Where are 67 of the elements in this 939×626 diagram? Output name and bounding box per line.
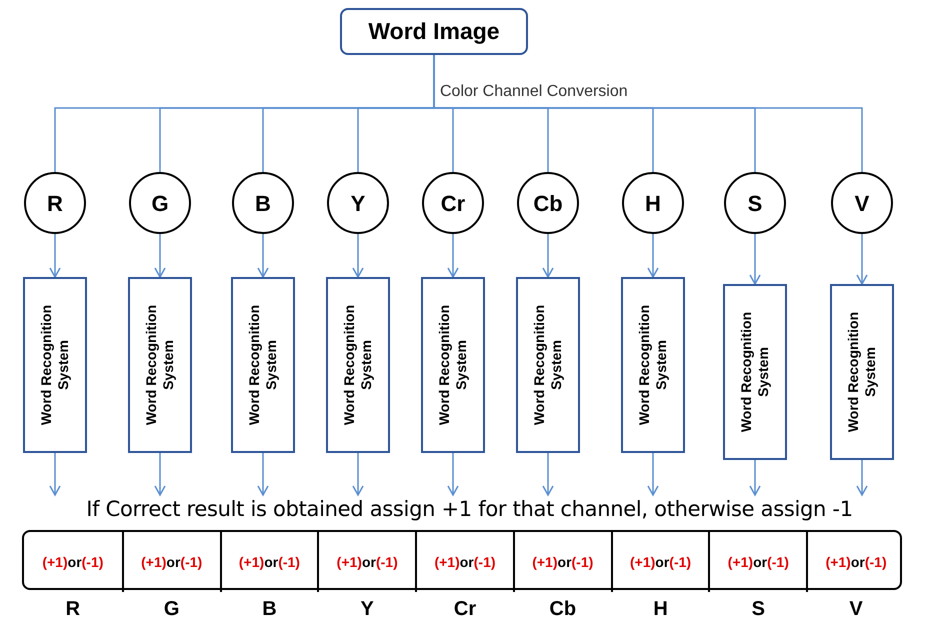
annotation-text: Color Channel Conversion [440, 82, 628, 102]
channel-label: Y [360, 597, 375, 622]
arrow [154, 234, 166, 278]
arrow [647, 453, 659, 496]
channel-name: Cb [533, 190, 563, 218]
recognition-box [326, 277, 390, 453]
cell-value: (+1)or(-1) [42, 552, 104, 572]
arrow [352, 453, 364, 496]
arrow [49, 453, 61, 496]
instruction-text: If Correct result is obtained assign +1 for that channel, otherwise assign -1 [5, 495, 934, 525]
box-label: Word Recognition System [844, 310, 879, 434]
box-label: Word Recognition System [340, 304, 375, 428]
arrow [542, 453, 554, 496]
arrow [49, 234, 61, 278]
arrow [542, 234, 554, 278]
recognition-box [830, 284, 894, 460]
channel-name: G [151, 190, 169, 218]
start-box [340, 8, 528, 55]
cell-value: (+1)or(-1) [336, 552, 398, 572]
cell-value: (+1)or(-1) [728, 552, 789, 572]
arrow [257, 234, 269, 278]
cell-value: (+1)or(-1) [434, 552, 496, 572]
cell-value: (+1)or(-1) [826, 552, 887, 572]
recognition-box [516, 277, 580, 453]
channel-name: V [854, 190, 870, 218]
arrow [749, 460, 761, 496]
recognition-box [231, 277, 295, 453]
channel-name: H [645, 190, 661, 218]
channel-label: S [750, 597, 766, 622]
box-label: Word Recognition System [142, 304, 177, 428]
channel-label: Cb [548, 597, 578, 622]
recognition-box [421, 277, 485, 453]
arrow [856, 460, 868, 496]
cell-value: (+1)or(-1) [630, 552, 692, 572]
channel-label: V [848, 597, 864, 622]
box-label: Word Recognition System [636, 304, 670, 428]
channel-label: B [261, 597, 278, 622]
arrow [154, 453, 166, 496]
box-label: Word Recognition System [436, 304, 470, 428]
cell-value: (+1)or(-1) [238, 552, 300, 572]
box-label: Word Recognition System [738, 310, 772, 434]
channel-name: B [255, 190, 271, 218]
channel-name: R [47, 190, 63, 218]
arrow [447, 453, 459, 496]
arrow [856, 234, 868, 285]
box-label: Word Recognition System [246, 304, 280, 428]
recognition-box [128, 277, 192, 453]
channel-name: Y [350, 190, 366, 218]
recognition-box [621, 277, 685, 453]
arrow [257, 453, 269, 496]
recognition-box [723, 284, 787, 460]
arrow [447, 234, 459, 278]
arrow [647, 234, 659, 278]
channel-name: S [748, 190, 762, 218]
box-title: Word Image [368, 17, 500, 46]
box-label: Word Recognition System [530, 304, 565, 428]
box-label: Word Recognition System [38, 304, 72, 428]
channel-label: G [162, 597, 180, 622]
channel-label: H [652, 597, 669, 622]
channel-label: Cr [452, 597, 478, 622]
recognition-box [23, 277, 87, 453]
cell-value: (+1)or(-1) [532, 552, 594, 572]
cell-value: (+1)or(-1) [141, 552, 202, 572]
arrow [352, 234, 364, 278]
channel-label: R [64, 597, 82, 622]
arrow [749, 234, 761, 285]
channel-name: Cr [440, 190, 466, 218]
